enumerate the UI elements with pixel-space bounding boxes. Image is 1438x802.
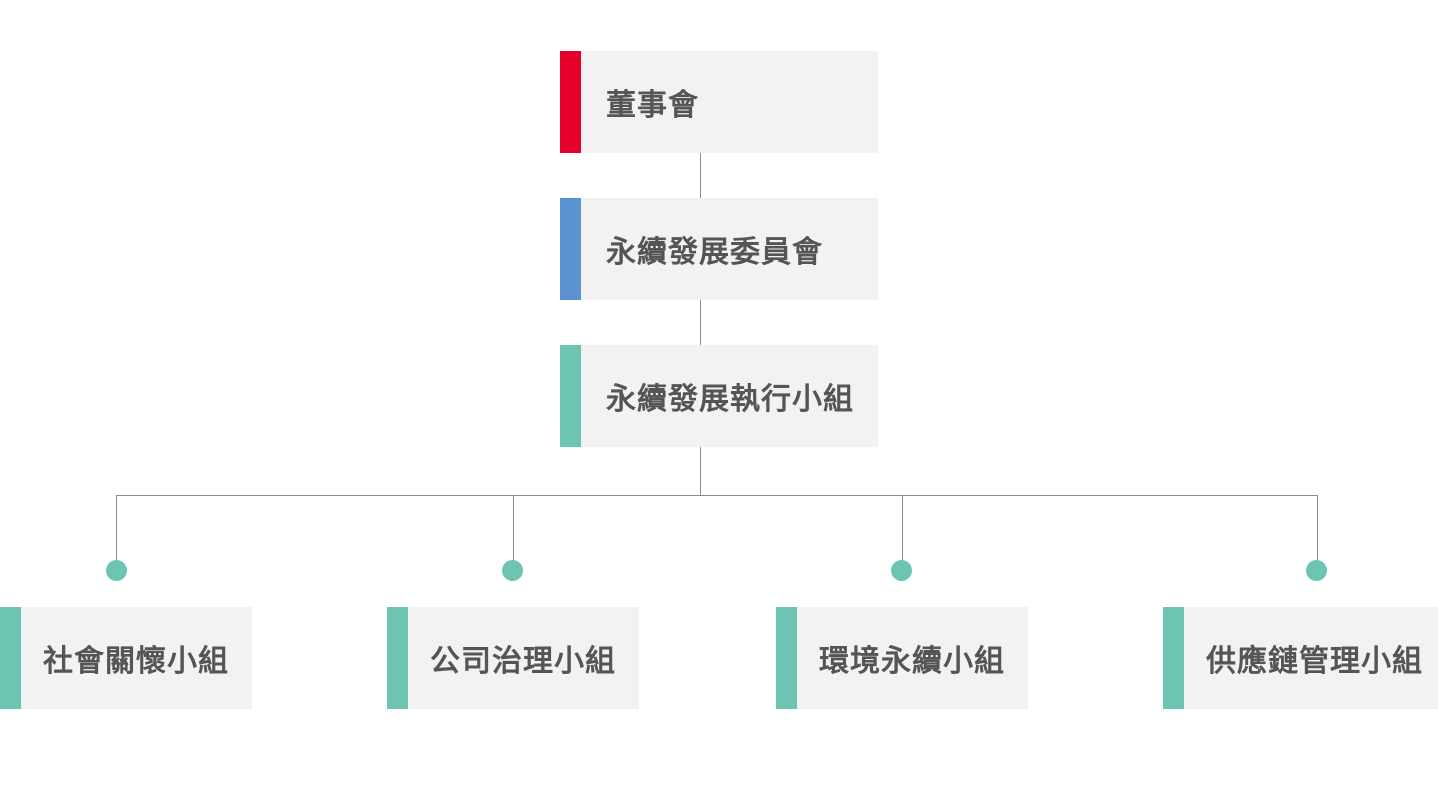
connector-branch-horizontal bbox=[116, 495, 1317, 496]
node-subgroup-supply-chain-label: 供應鏈管理小組 bbox=[1206, 644, 1423, 679]
node-subgroup-supply-chain: 供應鏈管理小組 bbox=[1163, 607, 1438, 709]
connector-drop-3 bbox=[902, 495, 903, 561]
connector-dot-4 bbox=[1306, 560, 1327, 581]
connector-drop-4 bbox=[1317, 495, 1318, 561]
node-subgroup-environment-label: 環境永續小組 bbox=[819, 644, 1005, 679]
node-board-accent bbox=[560, 51, 581, 153]
node-exec-team-label: 永續發展執行小組 bbox=[606, 382, 854, 417]
node-subgroup-social-label: 社會關懷小組 bbox=[43, 644, 229, 679]
node-board: 董事會 bbox=[560, 51, 878, 153]
node-subgroup-social: 社會關懷小組 bbox=[0, 607, 252, 709]
connector-team-branch bbox=[700, 447, 701, 495]
connector-committee-team bbox=[700, 300, 701, 345]
node-subgroup-environment-accent bbox=[776, 607, 797, 709]
connector-dot-3 bbox=[891, 560, 912, 581]
node-board-label: 董事會 bbox=[606, 88, 699, 123]
connector-drop-1 bbox=[116, 495, 117, 561]
node-subgroup-governance-label: 公司治理小組 bbox=[430, 644, 616, 679]
connector-dot-1 bbox=[106, 560, 127, 581]
node-subgroup-environment: 環境永續小組 bbox=[776, 607, 1028, 709]
node-committee-accent bbox=[560, 198, 581, 300]
connector-board-committee bbox=[700, 153, 701, 198]
node-subgroup-social-accent bbox=[0, 607, 21, 709]
node-subgroup-supply-chain-accent bbox=[1163, 607, 1184, 709]
connector-dot-2 bbox=[502, 560, 523, 581]
connector-drop-2 bbox=[513, 495, 514, 561]
node-committee: 永續發展委員會 bbox=[560, 198, 878, 300]
node-exec-team: 永續發展執行小組 bbox=[560, 345, 878, 447]
node-exec-team-accent bbox=[560, 345, 581, 447]
node-subgroup-governance: 公司治理小組 bbox=[387, 607, 639, 709]
node-committee-label: 永續發展委員會 bbox=[606, 235, 823, 270]
node-subgroup-governance-accent bbox=[387, 607, 408, 709]
